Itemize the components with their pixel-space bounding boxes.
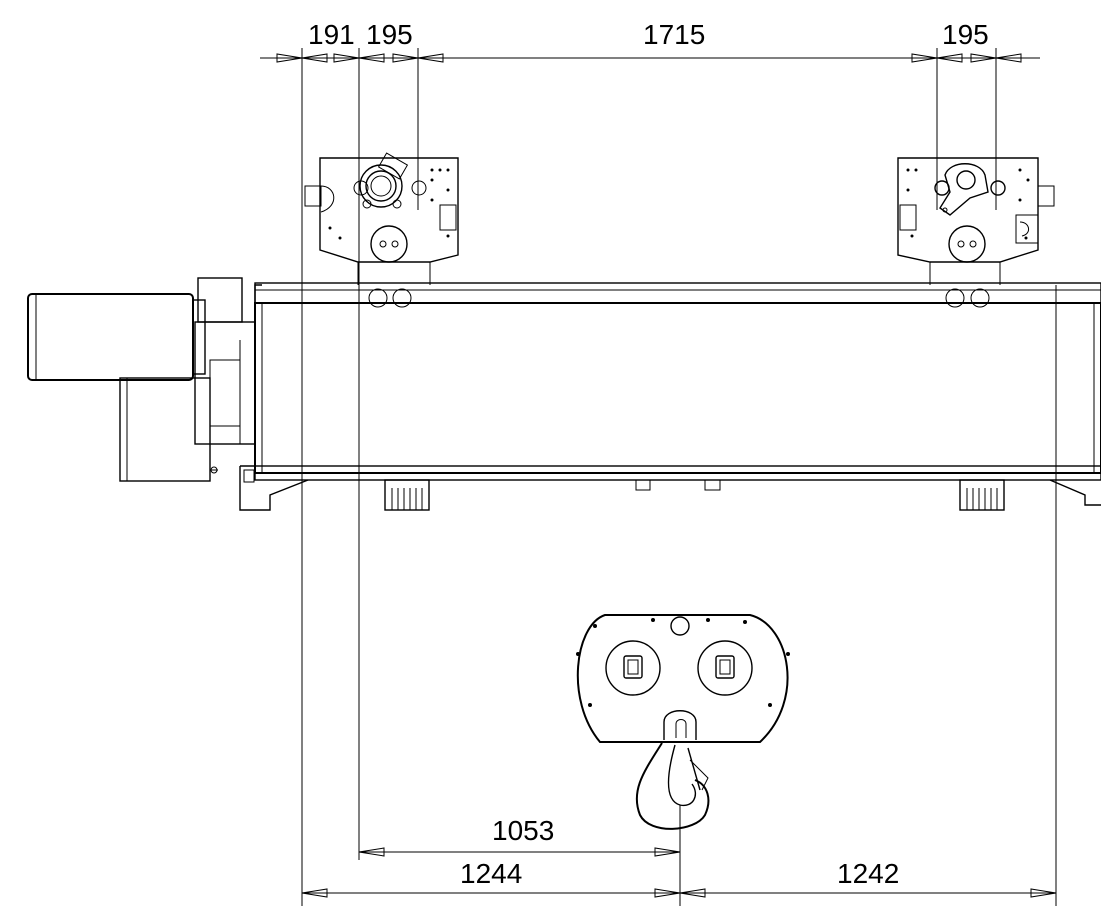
right-end-carriage	[897, 157, 1055, 285]
top-dimension-lines	[260, 48, 1057, 906]
dim-1242: 1242	[837, 858, 899, 889]
dim-195-left: 195	[366, 19, 413, 50]
dim-195-right: 195	[942, 19, 989, 50]
left-end-carriage	[304, 152, 459, 285]
bottom-dimension-lines	[301, 805, 1057, 906]
dim-1244: 1244	[460, 858, 522, 889]
hook-block	[576, 614, 790, 830]
trolley-frame	[239, 282, 1101, 511]
dim-1053: 1053	[492, 815, 554, 846]
dim-191: 191	[308, 19, 355, 50]
dim-1715: 1715	[643, 19, 705, 50]
hoist-motor	[27, 277, 256, 482]
